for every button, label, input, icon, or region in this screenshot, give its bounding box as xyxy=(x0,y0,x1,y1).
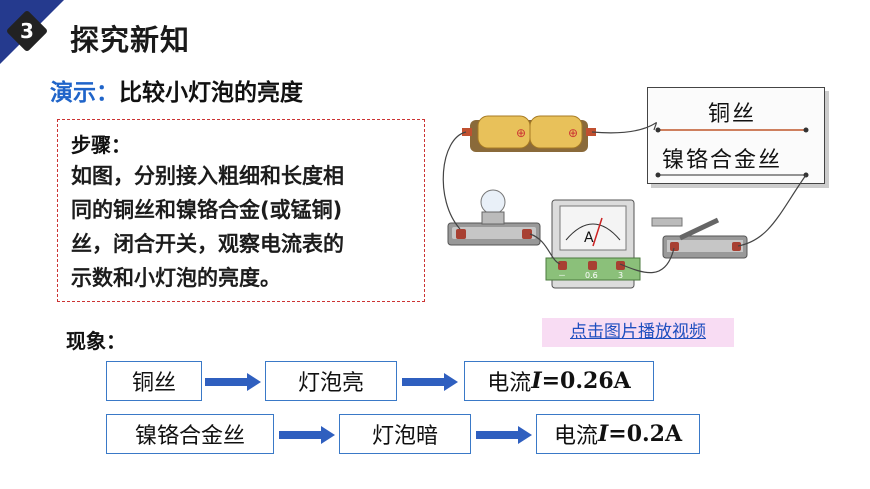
row1-current-prefix: 电流 xyxy=(487,371,532,396)
row1-wire: 铜丝 xyxy=(131,371,176,396)
row2-wire: 镍铬合金丝 xyxy=(134,424,245,449)
row2-arrow-2-icon xyxy=(476,426,532,444)
row1-current-symbol: I xyxy=(531,368,542,394)
steps-line: 示数和小灯泡的亮度。 xyxy=(71,266,281,290)
copper-wire-label: 铜丝 xyxy=(708,102,757,127)
battery-icon: ⊕ ⊕ xyxy=(462,115,596,152)
steps-box: 步骤： 如图，分别接入粗细和长度相 同的铜丝和镍铬合金(或锰铜) 丝，闭合开关，… xyxy=(57,119,425,302)
demo-title: 比较小灯泡的亮度 xyxy=(119,80,303,106)
row1-current-value: =0.26A xyxy=(541,368,631,394)
row1-bulb-box: 灯泡亮 xyxy=(265,361,397,401)
ammeter-letter: A xyxy=(584,230,594,246)
row2-arrow-1-icon xyxy=(279,426,335,444)
light-bulb-icon xyxy=(447,189,541,246)
row1-arrow-1-icon xyxy=(205,373,261,391)
switch-icon xyxy=(651,217,748,259)
terminal-label: 3 xyxy=(618,271,623,280)
row2-current-prefix: 电流 xyxy=(553,424,598,449)
steps-line: 同的铜丝和镍铬合金(或锰铜) xyxy=(71,198,343,222)
svg-text:⊕: ⊕ xyxy=(568,126,578,140)
page-title: 探究新知 xyxy=(70,23,191,57)
steps-text: 如图，分别接入粗细和长度相 同的铜丝和镍铬合金(或锰铜) 丝，闭合开关，观察电流… xyxy=(71,159,416,295)
demo-label: 演示： xyxy=(50,80,119,106)
terminal-label: － xyxy=(558,271,566,280)
play-video-link[interactable]: 点击图片播放视频 xyxy=(542,318,734,347)
row1-wire-box: 铜丝 xyxy=(106,361,202,401)
row1-bulb: 灯泡亮 xyxy=(297,371,364,396)
demo-heading: 演示：比较小灯泡的亮度 xyxy=(50,73,303,107)
steps-line: 丝，闭合开关，观察电流表的 xyxy=(71,232,344,256)
row2-bulb-box: 灯泡暗 xyxy=(339,414,471,454)
steps-line: 如图，分别接入粗细和长度相 xyxy=(71,164,344,188)
section-number: 3 xyxy=(20,19,34,43)
phenomenon-label: 现象： xyxy=(66,329,126,353)
svg-text:⊕: ⊕ xyxy=(516,126,526,140)
row2-current-symbol: I xyxy=(597,421,609,447)
terminal-label: 0.6 xyxy=(585,271,598,280)
steps-title: 步骤： xyxy=(71,133,131,157)
nichrome-wire-label: 镍铬合金丝 xyxy=(662,148,783,173)
wire-board: 铜丝 镍铬合金丝 xyxy=(647,87,825,184)
ammeter-icon: A － 0.6 3 xyxy=(545,199,641,289)
row2-bulb: 灯泡暗 xyxy=(371,424,438,449)
circuit-diagram[interactable]: ⊕ ⊕ A － 0.6 3 xyxy=(430,90,850,310)
row2-wire-box: 镍铬合金丝 xyxy=(106,414,274,454)
row2-current-value: =0.2A xyxy=(608,421,683,447)
row1-arrow-2-icon xyxy=(402,373,458,391)
